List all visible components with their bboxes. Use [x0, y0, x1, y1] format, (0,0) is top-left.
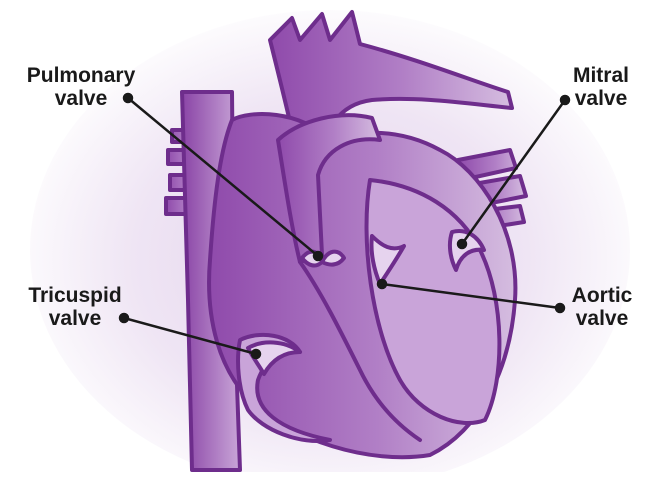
mitral-target-dot — [458, 240, 466, 248]
pulmonary-valve-label: Pulmonary valve — [8, 64, 154, 110]
pulmonary-target-dot — [314, 252, 322, 260]
mitral-label-line1: Mitral — [565, 64, 637, 87]
aortic-label-line2: valve — [566, 307, 638, 330]
tricuspid-valve-label: Tricuspid valve — [12, 284, 138, 330]
aortic-target-dot — [378, 280, 386, 288]
mitral-label-line2: valve — [565, 87, 637, 110]
tricuspid-label-line1: Tricuspid — [12, 284, 138, 307]
pulmonary-label-line1: Pulmonary — [8, 64, 154, 87]
tricuspid-target-dot — [252, 350, 260, 358]
aortic-leader-dot — [556, 304, 564, 312]
tricuspid-label-line2: valve — [12, 307, 138, 330]
pulmonary-label-line2: valve — [8, 87, 154, 110]
aortic-valve-label: Aortic valve — [566, 284, 638, 330]
mitral-valve-label: Mitral valve — [565, 64, 637, 110]
aortic-label-line1: Aortic — [566, 284, 638, 307]
